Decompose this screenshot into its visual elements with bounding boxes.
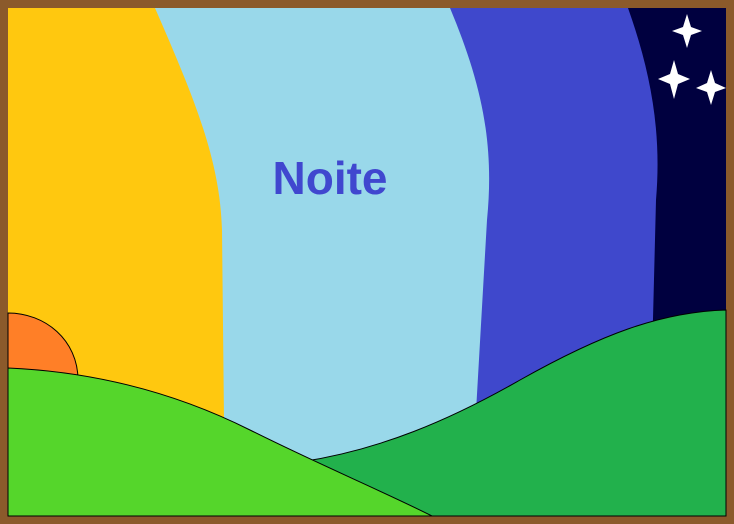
hill-left bbox=[7, 367, 433, 517]
hill-right bbox=[298, 309, 727, 517]
star-icon bbox=[672, 14, 702, 48]
star-icon bbox=[658, 60, 690, 99]
star-icon bbox=[696, 70, 726, 105]
scene-title: Noite bbox=[272, 152, 388, 204]
